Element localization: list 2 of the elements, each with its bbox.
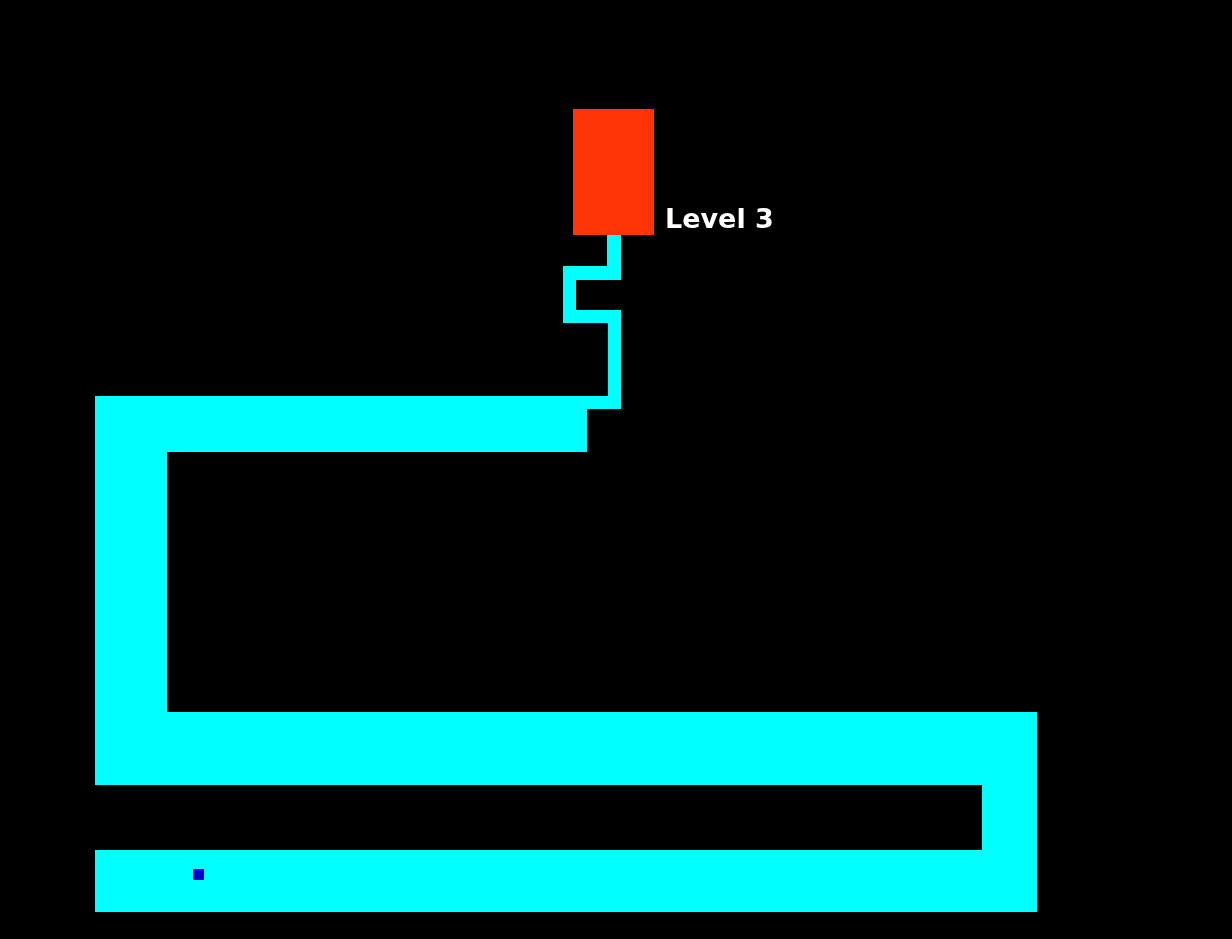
level-label: Level 3 [665,203,774,235]
goal-block [573,109,654,235]
